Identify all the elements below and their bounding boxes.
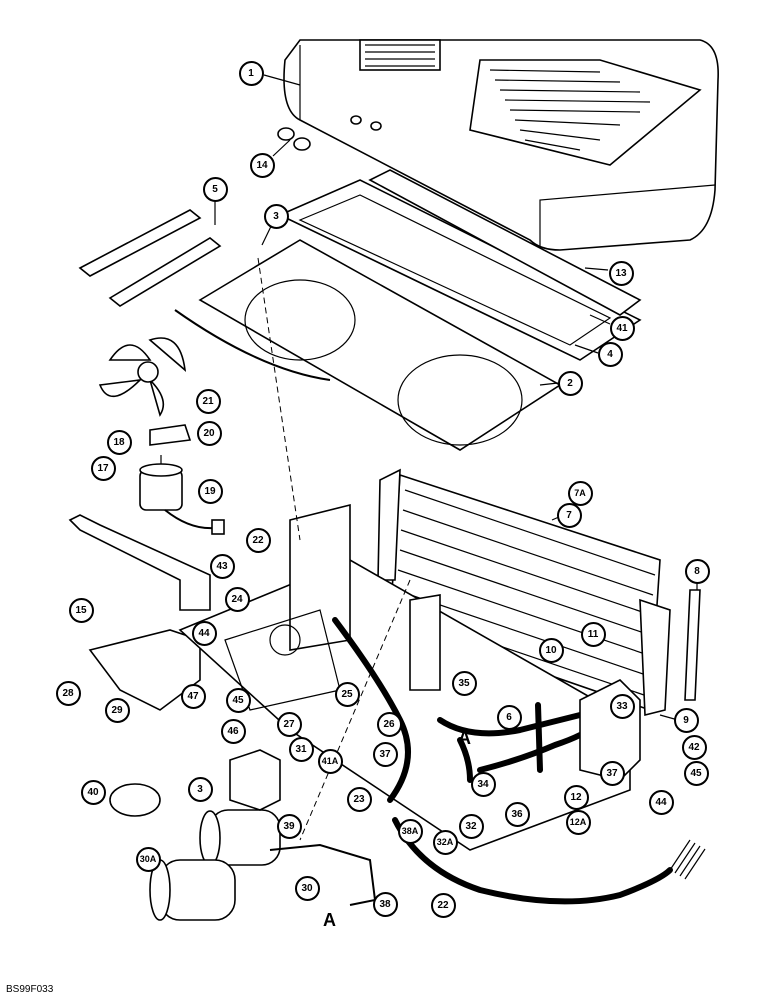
callout-15: 15 xyxy=(68,597,94,623)
hose xyxy=(457,737,473,783)
callout-43: 43 xyxy=(209,553,235,579)
housing-base xyxy=(178,503,631,851)
plugs xyxy=(277,115,382,151)
mounting-band xyxy=(109,783,161,817)
callout-17: 17 xyxy=(90,455,116,481)
callout-42: 42 xyxy=(681,734,707,760)
callout-41A: 41A xyxy=(317,748,343,774)
harness-connector xyxy=(669,839,706,880)
callout-22: 22 xyxy=(245,527,271,553)
callout-23: 23 xyxy=(346,786,372,812)
callout-5: 5 xyxy=(202,176,228,202)
callout-26: 26 xyxy=(376,711,402,737)
callout-45b: 45 xyxy=(683,760,709,786)
leader-dashed xyxy=(257,257,301,541)
callout-40: 40 xyxy=(80,779,106,805)
hose xyxy=(437,712,583,737)
condenser-core xyxy=(377,468,671,717)
callout-10: 10 xyxy=(538,637,564,663)
harness xyxy=(392,817,673,905)
callout-21: 21 xyxy=(195,388,221,414)
motor-bracket xyxy=(68,514,211,611)
callout-44b: 44 xyxy=(648,789,674,815)
callout-14: 14 xyxy=(249,152,275,178)
callout-12: 12 xyxy=(563,784,589,810)
vent-grille-left xyxy=(359,39,441,71)
callout-35: 35 xyxy=(451,670,477,696)
callout-28: 28 xyxy=(55,680,81,706)
callout-2: 2 xyxy=(557,370,583,396)
section-letter-a: A xyxy=(323,910,336,930)
callout-24: 24 xyxy=(224,586,250,612)
leader-dashed xyxy=(299,579,411,841)
gasket-frame xyxy=(278,169,642,361)
callout-39: 39 xyxy=(276,813,302,839)
callout-3b: 3 xyxy=(187,776,213,802)
refrigerant-line xyxy=(269,843,377,906)
callout-4: 4 xyxy=(597,341,623,367)
callout-8: 8 xyxy=(684,558,710,584)
callout-1: 1 xyxy=(238,60,264,86)
housing-cover xyxy=(283,39,719,251)
callout-33: 33 xyxy=(609,693,635,719)
callout-7: 7 xyxy=(556,502,582,528)
callout-38A: 38A xyxy=(397,818,423,844)
callout-12A: 12A xyxy=(565,809,591,835)
callout-30A: 30A xyxy=(135,846,161,872)
callout-32A: 32A xyxy=(432,829,458,855)
harness-wire xyxy=(174,309,331,381)
callout-41: 41 xyxy=(609,315,635,341)
fan-motor xyxy=(139,455,225,535)
callout-11: 11 xyxy=(580,621,606,647)
callout-34: 34 xyxy=(470,771,496,797)
callout-37b: 37 xyxy=(599,760,625,786)
callout-36: 36 xyxy=(504,801,530,827)
callout-46: 46 xyxy=(220,718,246,744)
foam-strips xyxy=(78,209,222,307)
callout-45: 45 xyxy=(225,687,251,713)
fan-blade xyxy=(98,337,187,417)
hose xyxy=(477,732,583,773)
callout-7A: 7A xyxy=(567,480,593,506)
callout-6: 6 xyxy=(496,704,522,730)
receiver-drier xyxy=(199,809,281,866)
callout-29: 29 xyxy=(104,697,130,723)
callout-31: 31 xyxy=(288,736,314,762)
callout-32: 32 xyxy=(458,813,484,839)
fan-hub xyxy=(149,424,192,446)
callout-27: 27 xyxy=(276,711,302,737)
callout-47: 47 xyxy=(180,683,206,709)
figure-code: BS99F033 xyxy=(6,984,54,995)
callout-20: 20 xyxy=(196,420,222,446)
callout-30: 30 xyxy=(294,875,320,901)
callout-9: 9 xyxy=(673,707,699,733)
vent-grille-right xyxy=(469,59,702,166)
callout-19: 19 xyxy=(197,478,223,504)
cover-shroud xyxy=(88,629,201,711)
drier-bracket xyxy=(229,749,281,811)
callout-13: 13 xyxy=(608,260,634,286)
callout-25: 25 xyxy=(334,681,360,707)
callout-38: 38 xyxy=(372,891,398,917)
callout-44: 44 xyxy=(191,620,217,646)
tube xyxy=(535,702,543,773)
callout-37: 37 xyxy=(372,741,398,767)
callout-3: 3 xyxy=(263,203,289,229)
receiver-drier-alt xyxy=(149,859,236,921)
callout-22b: 22 xyxy=(430,892,456,918)
seal-strip xyxy=(684,589,701,701)
callout-18: 18 xyxy=(106,429,132,455)
section-letter-a: A xyxy=(458,728,471,748)
